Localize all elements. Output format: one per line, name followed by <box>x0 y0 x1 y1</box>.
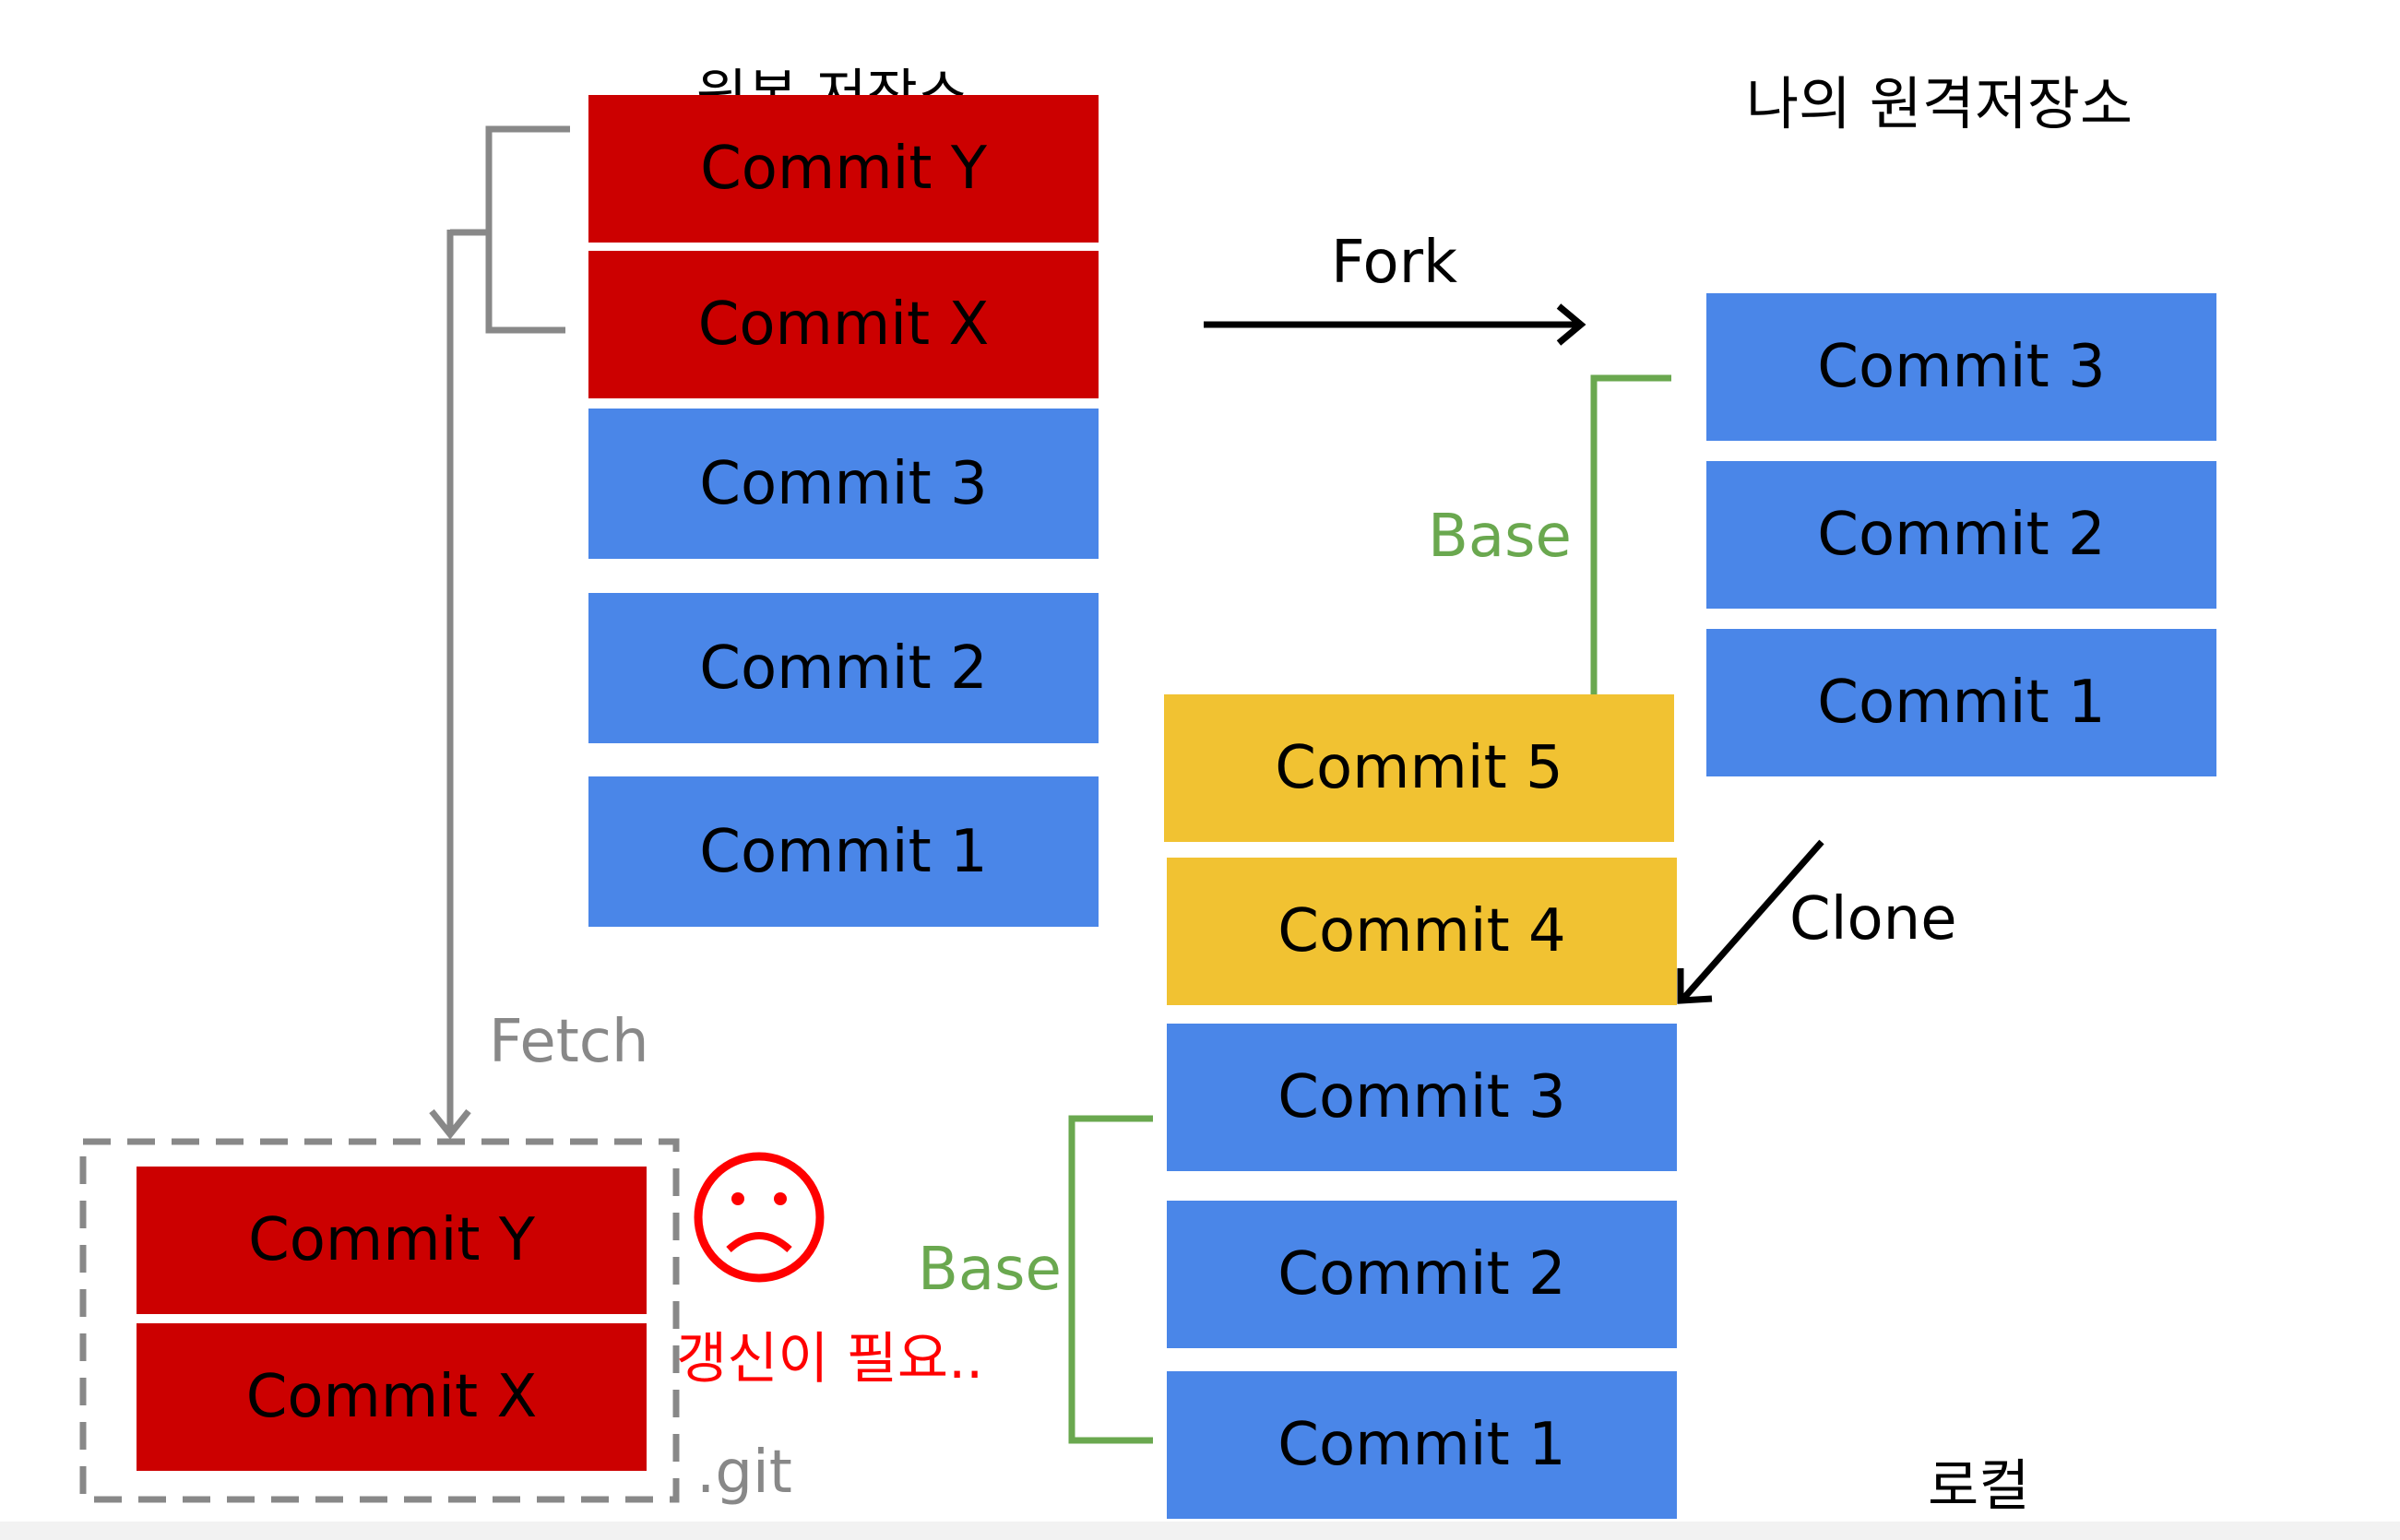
bottom-edge-strip <box>0 1522 2400 1540</box>
sad-face-icon <box>694 1152 825 1283</box>
remote-commit-2: Commit 2 <box>1706 461 2216 609</box>
origin-commit-x: Commit X <box>588 251 1099 398</box>
fork-arrow <box>1204 303 1586 346</box>
origin-commit-2: Commit 2 <box>588 593 1099 743</box>
fetch-label: Fetch <box>489 1008 649 1076</box>
remote-commit-3: Commit 3 <box>1706 293 2216 441</box>
local-heading: 로컬 <box>1928 1454 2030 1519</box>
base-label-bottom: Base <box>918 1236 1062 1304</box>
clone-label: Clone <box>1789 885 1957 954</box>
base-label-top: Base <box>1428 503 1572 571</box>
fetch-connector <box>429 125 570 1140</box>
base-bracket-bottom <box>1068 1115 1153 1444</box>
local-commit-4: Commit 4 <box>1167 858 1677 1005</box>
git-folder-label: .git <box>696 1439 792 1507</box>
update-needed-warning: 갱신이 필요.. <box>676 1327 984 1392</box>
remote-commit-1: Commit 1 <box>1706 629 2216 776</box>
origin-commit-y: Commit Y <box>588 95 1099 243</box>
git-dashed-box <box>79 1138 680 1503</box>
origin-commit-3: Commit 3 <box>588 409 1099 559</box>
fetched-commit-x: Commit X <box>137 1323 647 1471</box>
fork-label: Fork <box>1331 229 1458 297</box>
local-commit-5: Commit 5 <box>1164 694 1674 842</box>
base-connector-top <box>1590 374 1671 696</box>
local-commit-3: Commit 3 <box>1167 1024 1677 1171</box>
fetched-commit-y: Commit Y <box>137 1167 647 1314</box>
local-commit-2: Commit 2 <box>1167 1201 1677 1348</box>
my-remote-heading: 나의 원격저장소 <box>1746 70 2133 137</box>
clone-arrow <box>1677 839 1824 1004</box>
origin-commit-1: Commit 1 <box>588 776 1099 927</box>
local-commit-1: Commit 1 <box>1167 1371 1677 1519</box>
